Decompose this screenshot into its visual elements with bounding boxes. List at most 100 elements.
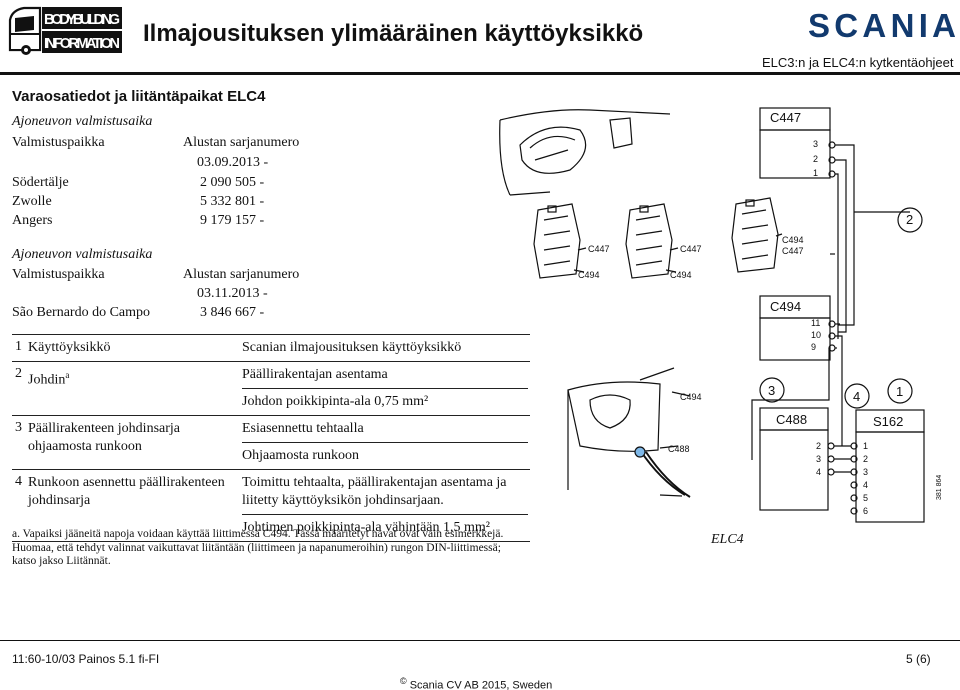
unit-label-bottom: C447 [782,246,804,256]
part-detail: Scanian ilmajousituksen käyttöyksikkö [242,340,462,355]
c494-pin: 11 [811,318,821,328]
footnote-marker: a [65,370,70,380]
production-date-2: 03.11.2013 - [197,286,268,301]
dashboard-outline [609,117,633,149]
chassis-row: 9 179 157 - [200,213,265,228]
c494-label: C494 [770,299,802,314]
callout-4: 4 [853,389,861,404]
dashboard-outline [499,119,511,196]
location-row: Angers [12,213,53,228]
dashboard-outline [519,126,587,174]
figure-code: 381 864 [936,474,943,500]
parts-row: 2 Johdina Päällirakentajan asentama Johd… [12,361,530,415]
footer-edition: 11:60-10/03 Painos 5.1 fi-FI [12,652,160,666]
cab-steering [589,394,631,429]
c447-pin: 3 [813,139,819,149]
production-date-1: 03.09.2013 - [197,155,269,170]
bodybuilding-information-logo: BODYBUILDING INFORMATION [6,4,124,56]
unit-label-top: C494 [782,235,804,245]
s162-label: S162 [873,414,904,429]
c488-label: C488 [776,412,808,427]
part-detail: Johtimen poikkipinta-ala vähintään 1,5 m… [242,520,490,535]
part-detail: Johdon poikkipinta-ala 0,75 mm² [242,394,429,409]
part-details: Esiasennettu tehtaalla Ohjaamosta runkoo… [242,416,528,469]
c488-pin: 3 [816,454,822,464]
production-heading-2: Ajoneuvon valmistusaika [12,247,153,262]
s162-pin: 6 [863,506,869,516]
s162-pin: 4 [863,480,869,490]
control-unit-bracket-3 [731,197,779,273]
footer-divider [0,640,960,641]
part-name: Päällirakenteen johdinsarja ohjaamosta r… [28,421,180,454]
part-number: 1 [15,339,22,354]
callout-circle-3 [759,377,785,403]
c494-pin: 9 [811,342,817,352]
production-heading-1: Ajoneuvon valmistusaika [12,114,153,129]
c447-pin: 2 [813,154,819,164]
col-chassis-2: Alustan sarjanumero [183,267,300,282]
cab-c488-label: C488 [668,444,690,454]
header-divider [0,72,960,75]
part-detail: Päällirakentajan asentama [242,366,528,389]
chassis-row: 3 846 667 - [200,305,265,320]
callout-1: 1 [896,384,904,399]
location-row: São Bernardo do Campo [12,305,151,320]
footer-page-number: 5 (6) [906,652,931,666]
unit-label-bottom: C494 [578,270,600,280]
parts-row: 4 Runkoon asennettu päällirakenteen johd… [12,469,530,542]
dashboard-outline [509,191,551,196]
scania-logo: SCANIA [808,7,958,44]
page-title: Ilmajousituksen ylimääräinen käyttöyksik… [143,20,644,47]
unit-label-top: C447 [680,244,702,254]
callout-3: 3 [768,383,776,398]
c494-pin: 10 [811,330,822,340]
s162-pin: 5 [863,493,869,503]
parts-table: 1 Käyttöyksikkö Scanian ilmajousituksen … [12,334,530,542]
footer-copyright: © Scania CV AB 2015, Sweden [400,676,552,690]
part-name: Käyttöyksikkö [28,340,111,355]
page-subtitle: ELC3:n ja ELC4:n kytkentäohjeet [762,55,954,70]
s162-pin: 3 [863,467,869,477]
parts-row: 3 Päällirakenteen johdinsarja ohjaamosta… [12,415,530,469]
part-number: 2 [15,366,22,381]
copyright-symbol: © [400,676,407,686]
part-details: Toimittu tehtaalta, päällirakentajan ase… [242,470,528,541]
cab-outline [567,381,661,452]
cab-outline [639,367,675,381]
chassis-row: 5 332 801 - [200,194,265,209]
steering-wheel [529,135,576,161]
logo-text-line-2: INFORMATION [44,36,120,52]
scania-logo-text: SCANIA [808,8,956,42]
part-detail: Esiasennettu tehtaalla [242,420,528,443]
s162-pin: 1 [863,441,869,451]
control-unit-bracket-2 [625,203,673,279]
c447-pin: 1 [813,168,819,178]
footnote: a. Vapaiksi jääneitä napoja voidaan käyt… [12,528,504,567]
control-unit-bracket-1 [533,203,581,279]
copyright-text: Scania CV AB 2015, Sweden [409,679,553,690]
part-detail: Toimittu tehtaalta, päällirakentajan ase… [242,474,528,515]
part-details: Scanian ilmajousituksen käyttöyksikkö [242,335,528,361]
location-row: Södertälje [12,175,69,190]
cab-c494-label: C494 [680,392,702,402]
part-name-cell: Johdina [26,362,242,415]
part-details: Päällirakentajan asentama Johdon poikkip… [242,362,528,415]
logo-text-line-1: BODYBUILDING [44,12,120,28]
c488-pin: 2 [816,441,822,451]
s162-pin: 2 [863,454,869,464]
dashboard-outline [499,109,671,121]
part-detail: Ohjaamosta runkoon [242,448,360,463]
elc4-label: ELC4 [711,532,744,547]
location-row: Zwolle [12,194,52,209]
part-name: Runkoon asennettu päällirakenteen johdin… [28,475,225,508]
wiring-diagram [499,107,925,523]
parts-row: 1 Käyttöyksikkö Scanian ilmajousituksen … [12,334,530,361]
part-number: 4 [15,474,22,489]
unit-label-top: C447 [588,244,610,254]
c447-label: C447 [770,110,802,125]
unit-label-bottom: C494 [670,270,692,280]
part-name: Johdin [28,372,66,388]
col-location-1: Valmistuspaikka [12,135,105,150]
callout-2: 2 [906,212,914,227]
col-location-2: Valmistuspaikka [12,267,105,282]
